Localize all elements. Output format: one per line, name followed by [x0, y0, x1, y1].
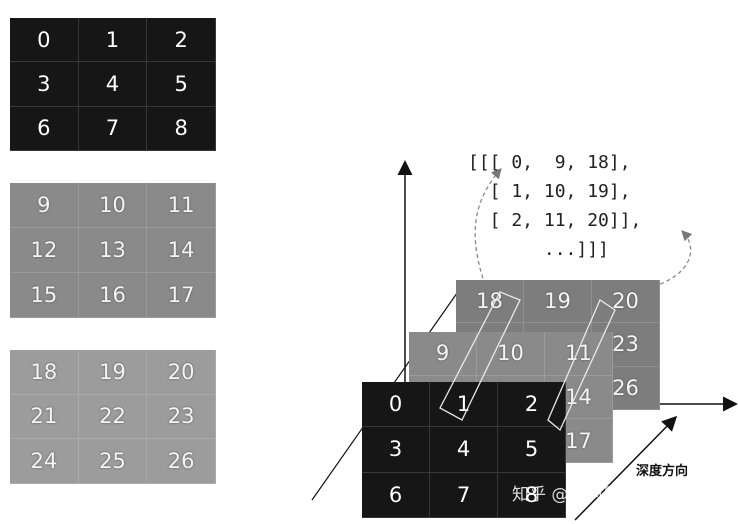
left-a-cell: 8: [147, 106, 216, 151]
stack-front-cell: 3: [362, 427, 430, 473]
stack-front-cell: 1: [430, 382, 498, 428]
left-a-cell: 0: [10, 18, 79, 63]
stack-back-cell: 23: [592, 323, 660, 367]
left-c-cell: 25: [78, 439, 148, 484]
stack-mid-cell: 9: [409, 332, 477, 376]
stack-front-cell: 8: [498, 472, 566, 518]
code-line-1: [[[ 0, 9, 18],: [468, 152, 631, 173]
stack-front-cell: 4: [430, 427, 498, 473]
left-b-cell: 13: [78, 228, 148, 273]
left-a-cell: 2: [147, 18, 216, 63]
stack-mid-cell: 11: [545, 332, 613, 376]
stack-front-cell: 0: [362, 382, 430, 428]
left-a-cell: 7: [78, 106, 148, 151]
left-b-cell: 17: [147, 273, 216, 318]
left-c-cell: 20: [147, 350, 216, 395]
left-b-cell: 12: [10, 228, 79, 273]
left-b-cell: 10: [78, 183, 148, 228]
left-c-cell: 19: [78, 350, 148, 395]
depth-direction-label: 深度方向: [636, 464, 689, 479]
left-c-cell: 23: [147, 394, 216, 440]
left-a-cell: 6: [10, 106, 79, 151]
stack-back-cell: 20: [592, 280, 660, 324]
code-line-4: ...]]]: [468, 239, 609, 260]
left-b-cell: 15: [10, 273, 79, 318]
stack-front-cell: 2: [498, 382, 566, 428]
left-b-cell: 11: [147, 183, 216, 228]
stack-mid-cell: 17: [545, 419, 613, 463]
left-c-cell: 22: [78, 394, 148, 440]
array-code: [[[ 0, 9, 18], [ 1, 10, 19], [ 2, 11, 20…: [468, 148, 641, 264]
stack-front-cell: 7: [430, 472, 498, 518]
stack-back-cell: 19: [524, 280, 592, 324]
left-c-cell: 24: [10, 439, 79, 484]
stack-front-cell: 5: [498, 427, 566, 473]
left-a-cell: 5: [147, 62, 216, 107]
left-b-cell: 9: [10, 183, 79, 228]
stack-back-cell: 18: [456, 280, 524, 324]
stack-front-cell: 6: [362, 472, 430, 518]
left-a-cell: 4: [78, 62, 148, 107]
left-a-cell: 1: [78, 18, 148, 63]
left-b-cell: 14: [147, 228, 216, 273]
left-c-cell: 21: [10, 394, 79, 440]
left-c-cell: 26: [147, 439, 216, 484]
left-c-cell: 18: [10, 350, 79, 395]
code-line-2: [ 1, 10, 19],: [468, 181, 631, 202]
stack-back-cell: 26: [592, 366, 660, 410]
left-a-cell: 3: [10, 62, 79, 107]
stack-mid-cell: 10: [477, 332, 545, 376]
watermark: 知乎 @小狗贝贝Baby: [512, 485, 680, 505]
left-b-cell: 16: [78, 273, 148, 318]
code-line-3: [ 2, 11, 20]],: [468, 210, 642, 231]
